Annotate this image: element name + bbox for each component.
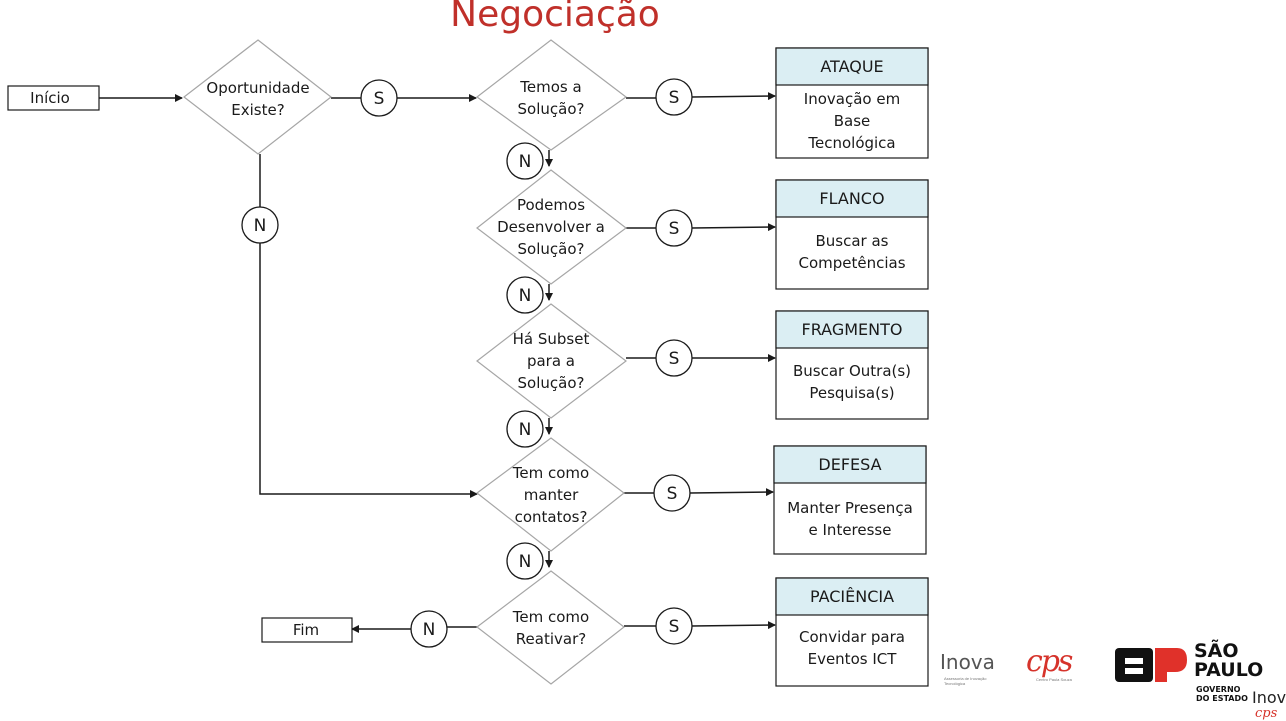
no-label: N bbox=[519, 552, 532, 572]
decision-text: Solução? bbox=[518, 240, 585, 258]
strategy-text: Inovação em bbox=[804, 90, 900, 108]
inova-logo: Inova bbox=[940, 650, 995, 674]
strategy-text: Manter Presença bbox=[787, 499, 913, 517]
yes-label: S bbox=[669, 617, 680, 637]
no-label: N bbox=[519, 420, 532, 440]
strategy-text: Buscar Outra(s) bbox=[793, 362, 911, 380]
strategy-header bbox=[775, 577, 929, 616]
strategy-title: FLANCO bbox=[819, 189, 884, 208]
no-label: N bbox=[254, 216, 267, 236]
strategy-text: Eventos ICT bbox=[808, 650, 898, 668]
decision-text: Há Subset bbox=[513, 330, 590, 348]
watermark-inova: Inova bbox=[1252, 688, 1286, 707]
yes-circle bbox=[360, 79, 398, 117]
yes-circle bbox=[655, 209, 693, 247]
decision-text: Existe? bbox=[231, 101, 284, 119]
strategy-text: Buscar as bbox=[816, 232, 889, 250]
inova-logo-subtitle: Assessoria de Inovação Tecnológica bbox=[944, 676, 987, 686]
decision-diamond bbox=[476, 169, 627, 285]
strategy-text: Base bbox=[834, 112, 871, 130]
no-label: N bbox=[519, 286, 532, 306]
no-circle bbox=[506, 410, 544, 448]
connector bbox=[691, 92, 776, 101]
decision-diamond bbox=[476, 437, 625, 552]
governo-text: GOVERNO DO ESTADO bbox=[1196, 685, 1248, 703]
decision-text: Desenvolver a bbox=[497, 218, 605, 236]
no-circle bbox=[506, 542, 544, 580]
yes-label: S bbox=[669, 219, 680, 239]
logo-strip: Inova Assessoria de Inovação Tecnológica… bbox=[930, 640, 1286, 721]
decision-text: Solução? bbox=[518, 374, 585, 392]
decision-diamond bbox=[183, 39, 332, 155]
strategy-header bbox=[773, 445, 927, 484]
end-label: Fim bbox=[293, 621, 319, 639]
yes-label: S bbox=[669, 349, 680, 369]
connector bbox=[691, 621, 776, 630]
sao-paulo-mark-icon bbox=[1115, 648, 1187, 682]
yes-circle bbox=[655, 339, 693, 377]
strategy-text: Competências bbox=[798, 254, 905, 272]
decision-text: manter bbox=[524, 486, 579, 504]
strategy-header bbox=[775, 310, 929, 349]
connector bbox=[259, 242, 478, 498]
no-label: N bbox=[423, 620, 436, 640]
decision-text: Oportunidade bbox=[206, 79, 309, 97]
no-label: N bbox=[519, 152, 532, 172]
connector bbox=[689, 488, 774, 497]
no-circle bbox=[506, 142, 544, 180]
cps-logo: cps bbox=[1026, 644, 1073, 679]
strategy-title: FRAGMENTO bbox=[802, 320, 903, 339]
yes-circle bbox=[655, 607, 693, 645]
strategy-text: e Interesse bbox=[809, 521, 892, 539]
strategy-title: PACIÊNCIA bbox=[810, 587, 894, 606]
yes-circle bbox=[653, 474, 691, 512]
yes-label: S bbox=[667, 484, 678, 504]
no-circle bbox=[410, 610, 448, 648]
decision-text: Tem como bbox=[512, 608, 589, 626]
decision-diamond bbox=[476, 303, 627, 419]
strategy-header bbox=[775, 47, 929, 86]
connector bbox=[691, 223, 776, 232]
yes-circle bbox=[655, 78, 693, 116]
decision-text: Solução? bbox=[518, 100, 585, 118]
flowchart: Início Fim Oportunidade Existe? Temos a … bbox=[7, 39, 929, 687]
yes-label: S bbox=[374, 89, 385, 109]
decision-text: Podemos bbox=[517, 196, 585, 214]
strategy-text: Convidar para bbox=[799, 628, 905, 646]
strategy-title: ATAQUE bbox=[820, 57, 883, 76]
decision-diamond bbox=[476, 570, 625, 685]
cps-logo-subtitle: Centro Paula Souza bbox=[1036, 677, 1072, 682]
decision-text: para a bbox=[527, 352, 575, 370]
sao-paulo-logo-text: SÃO PAULO bbox=[1194, 642, 1263, 680]
decision-text: Temos a bbox=[519, 78, 581, 96]
no-circle bbox=[506, 276, 544, 314]
strategy-text: Pesquisa(s) bbox=[809, 384, 894, 402]
decision-text: contatos? bbox=[515, 508, 588, 526]
page-title: Negociação bbox=[450, 0, 660, 35]
start-label: Início bbox=[30, 89, 70, 107]
strategy-text: Tecnológica bbox=[807, 134, 895, 152]
governo-line-1: GOVERNO bbox=[1196, 685, 1241, 694]
watermark-cps: cps bbox=[1255, 706, 1278, 721]
decision-text: Reativar? bbox=[516, 630, 586, 648]
start-box bbox=[7, 85, 100, 111]
decision-diamond bbox=[475, 39, 628, 151]
no-circle bbox=[241, 206, 279, 244]
sao-paulo-line-1: SÃO bbox=[1194, 640, 1239, 662]
sao-paulo-line-2: PAULO bbox=[1194, 659, 1264, 681]
yes-label: S bbox=[669, 88, 680, 108]
end-box bbox=[261, 617, 353, 643]
governo-line-2: DO ESTADO bbox=[1196, 694, 1248, 703]
strategy-title: DEFESA bbox=[818, 455, 881, 474]
strategy-header bbox=[775, 179, 929, 218]
decision-text: Tem como bbox=[512, 464, 589, 482]
